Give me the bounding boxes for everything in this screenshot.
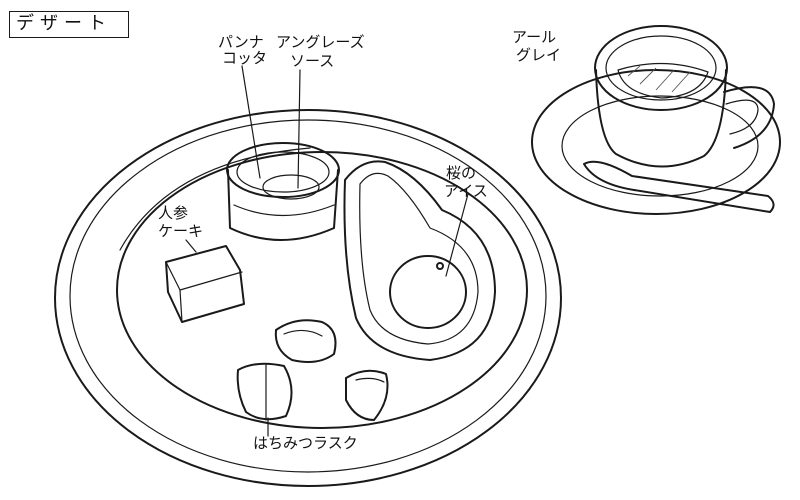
label-panna-cotta-line1: パンナ <box>218 33 264 51</box>
label-sakura-ice-line2: アイス <box>444 182 488 200</box>
panna-cotta-ramekin <box>226 142 340 241</box>
honey-rusk <box>236 319 389 421</box>
label-honey-rusk: はちみつラスク <box>253 434 358 452</box>
label-earl-grey-line1: アール <box>512 28 556 46</box>
label-anglaise-line2: ソース <box>290 52 334 70</box>
sakura-ice-scoop <box>389 255 467 329</box>
label-carrot-cake-line2: ケーキ <box>158 222 203 240</box>
page-title: デザート <box>9 11 129 38</box>
carrot-cake <box>165 245 245 323</box>
label-earl-grey-line2: グレイ <box>516 46 561 64</box>
label-anglaise-line1: アングレーズ <box>276 33 365 51</box>
leader-lines <box>185 65 469 437</box>
label-panna-cotta-line2: コッタ <box>222 49 267 67</box>
tea-set <box>531 25 781 215</box>
label-sakura-ice-line1: 桜の <box>446 164 476 182</box>
dessert-plate <box>54 109 562 487</box>
label-carrot-cake-line1: 人参 <box>158 204 188 222</box>
ice-cream-dish <box>343 160 496 361</box>
